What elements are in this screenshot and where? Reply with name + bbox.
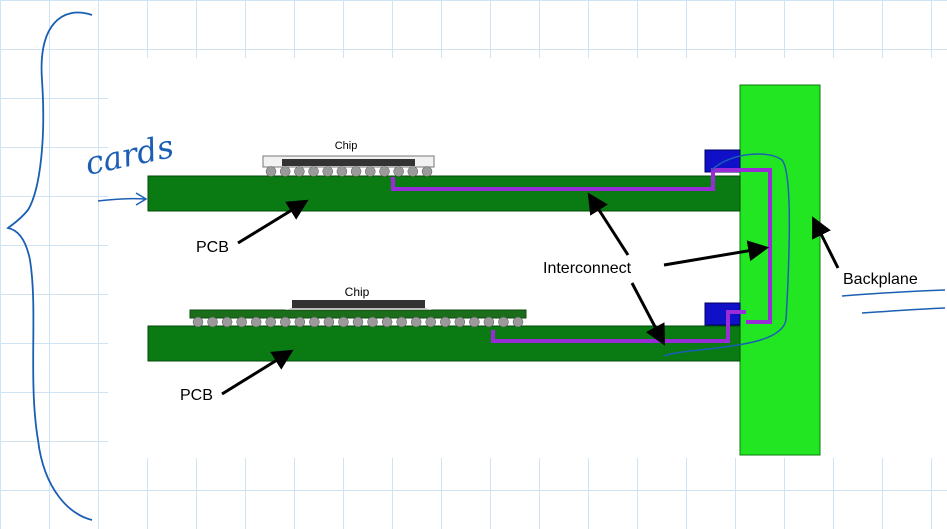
solder-ball — [236, 316, 247, 328]
figure-background — [108, 58, 947, 458]
hand-drawn-brace — [6, 11, 93, 521]
solder-ball — [221, 316, 233, 328]
solder-ball — [469, 316, 480, 328]
solder-ball — [207, 316, 218, 328]
solder-ball — [440, 316, 451, 328]
pcb-top — [147, 175, 741, 212]
solder-ball — [410, 316, 422, 328]
solder-ball — [498, 316, 509, 328]
backplane — [739, 84, 821, 456]
solder-ball — [336, 166, 348, 177]
interconnect-trace-bottom — [491, 310, 746, 343]
hand-drawn-arrow — [97, 197, 146, 202]
hand-drawn-underline-1 — [841, 289, 946, 297]
arrow-pcb-top — [237, 199, 309, 245]
solder-ball — [379, 166, 390, 177]
hand-drawn-loop — [663, 153, 791, 357]
pcb-label-top: PCB — [196, 239, 229, 256]
solder-ball — [421, 166, 433, 177]
arrow-pcb-bottom — [221, 349, 294, 396]
solder-ball — [396, 316, 407, 328]
arrow-backplane — [812, 216, 840, 269]
chip-label-bottom: Chip — [345, 285, 370, 299]
solder-ball — [265, 166, 277, 177]
solder-ball — [280, 316, 291, 328]
pcb-label-bottom: PCB — [180, 387, 213, 404]
solder-ball — [425, 316, 436, 328]
arrow-interconnect-top — [587, 192, 630, 256]
solder-ball — [294, 316, 306, 328]
solder-ball — [483, 316, 495, 328]
solder-ball — [323, 316, 335, 328]
solder-ball — [250, 316, 262, 328]
solder-ball — [308, 166, 319, 177]
solder-ball — [407, 166, 419, 177]
chip-underfill-bottom — [285, 308, 432, 310]
chip-die-top — [282, 159, 415, 166]
solder-ball — [350, 166, 362, 177]
solder-balls-top — [265, 166, 433, 177]
solder-ball — [322, 166, 333, 177]
chip-label-top: Chip — [335, 140, 358, 152]
backplane-label: Backplane — [843, 271, 918, 288]
arrow-interconnect-backplane — [663, 240, 770, 267]
solder-ball — [512, 316, 524, 328]
hand-drawn-arrow-head — [135, 192, 148, 206]
solder-ball — [265, 316, 276, 328]
solder-ball — [294, 166, 305, 177]
solder-ball — [352, 316, 364, 328]
solder-ball — [365, 166, 376, 177]
interconnect-label: Interconnect — [543, 260, 632, 277]
solder-ball — [393, 166, 404, 177]
solder-ball — [381, 316, 393, 328]
solder-ball — [279, 166, 291, 177]
solder-balls-bottom — [192, 316, 524, 328]
solder-ball — [367, 316, 378, 328]
solder-ball — [454, 316, 466, 328]
hand-drawn-underline-2 — [861, 307, 946, 314]
pcb-bottom — [147, 325, 741, 362]
solder-ball — [309, 316, 320, 328]
chip-die-bottom — [292, 300, 425, 308]
solder-ball — [192, 316, 204, 328]
solder-ball — [338, 316, 349, 328]
arrow-interconnect-bottom — [630, 282, 665, 346]
